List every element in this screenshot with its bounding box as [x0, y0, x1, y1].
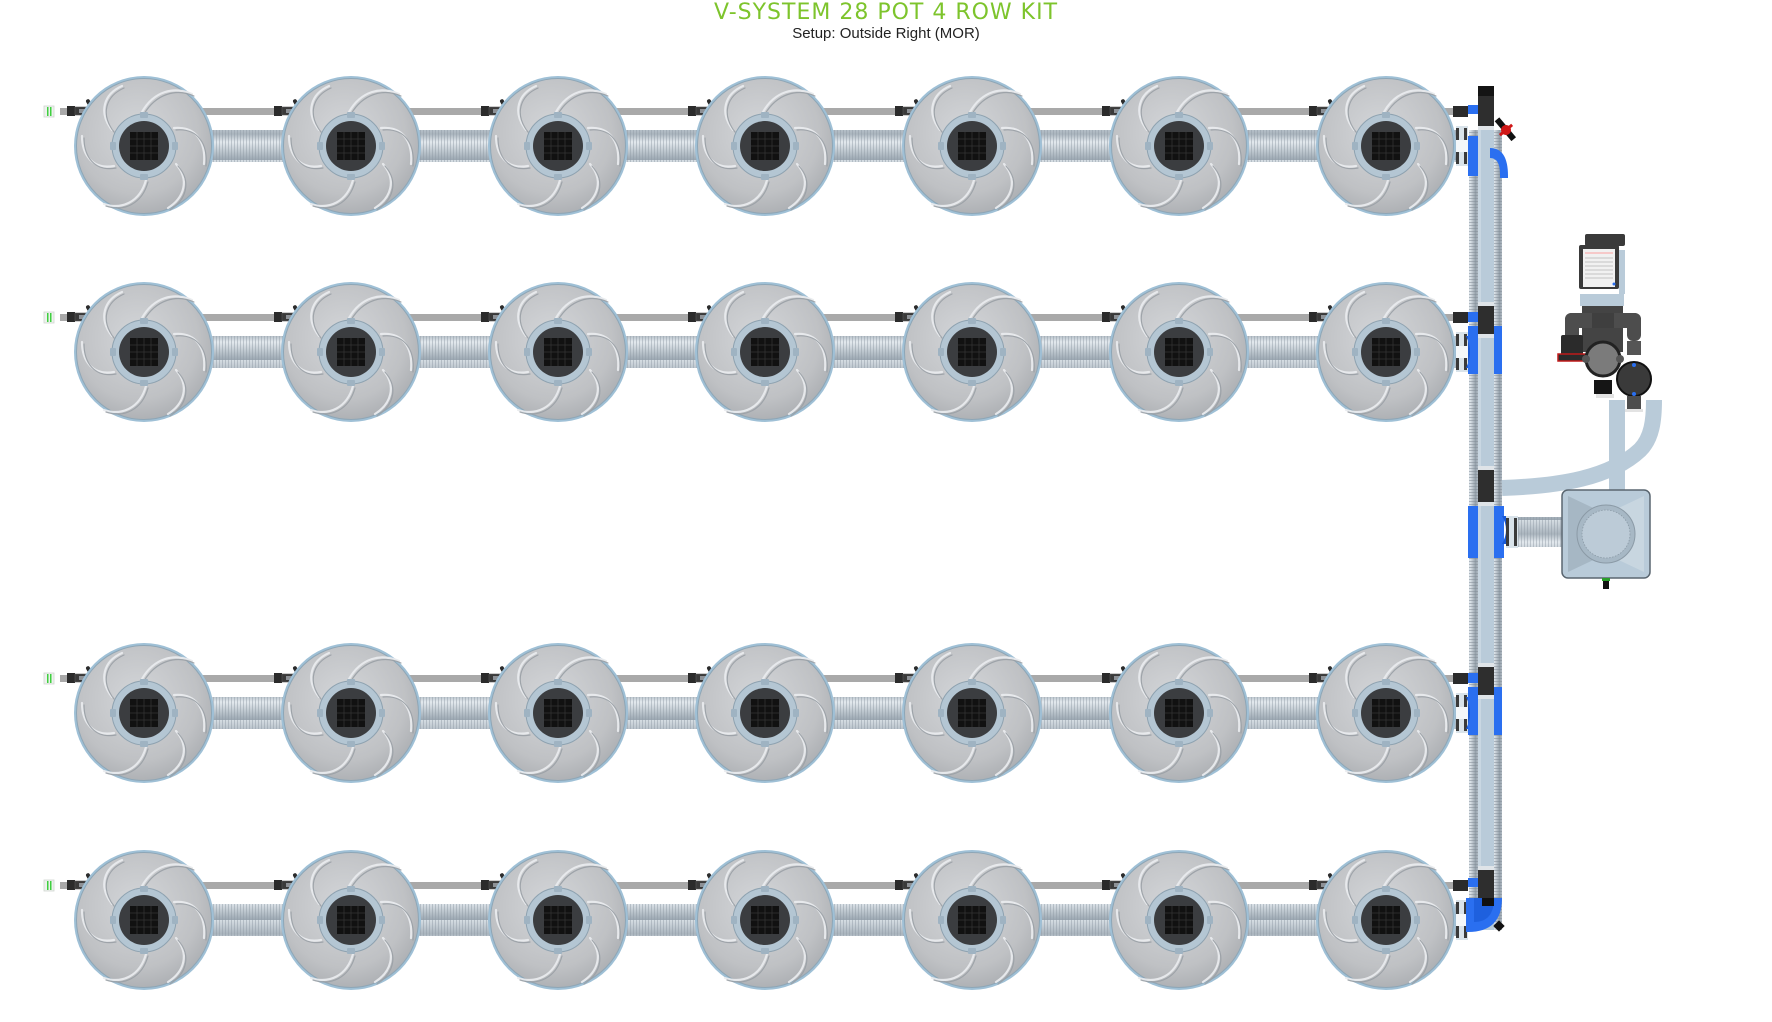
pot-icon[interactable] — [1107, 848, 1251, 992]
manifold-drip-connector — [1453, 880, 1468, 891]
end-cap-icon — [43, 672, 55, 685]
pot-row — [43, 641, 1468, 785]
pot-icon[interactable] — [72, 280, 216, 424]
tank-flex-hose — [1506, 516, 1562, 548]
pot-row — [43, 74, 1468, 218]
tee-fitting-icon — [1466, 302, 1502, 374]
pot-icon[interactable] — [279, 848, 423, 992]
pot-icon[interactable] — [900, 641, 1044, 785]
pot-icon[interactable] — [486, 280, 630, 424]
pot-icon[interactable] — [486, 848, 630, 992]
pot-icon[interactable] — [279, 280, 423, 424]
pot-icon[interactable] — [486, 74, 630, 218]
pot-icon[interactable] — [693, 280, 837, 424]
pot-row — [43, 280, 1468, 424]
pot-icon[interactable] — [693, 641, 837, 785]
pot-icon[interactable] — [486, 641, 630, 785]
pot-icon[interactable] — [693, 74, 837, 218]
pot-icon[interactable] — [1107, 280, 1251, 424]
page-title: V-SYSTEM 28 POT 4 ROW KIT — [713, 0, 1059, 25]
control-tank-icon[interactable] — [1561, 489, 1651, 589]
top-tee-fitting-icon — [1468, 86, 1494, 130]
top-elbow-fitting-icon — [1468, 136, 1508, 178]
pot-icon[interactable] — [72, 848, 216, 992]
pot-icon[interactable] — [900, 848, 1044, 992]
pot-icon[interactable] — [1107, 641, 1251, 785]
pot-rows — [43, 74, 1468, 992]
manifold-drip-connector — [1453, 106, 1468, 117]
pot-icon[interactable] — [1107, 74, 1251, 218]
pump-icon[interactable] — [1579, 234, 1625, 306]
pot-icon[interactable] — [279, 641, 423, 785]
pot-icon[interactable] — [900, 74, 1044, 218]
pot-icon[interactable] — [72, 641, 216, 785]
clamp-icon — [1456, 693, 1468, 733]
bottom-elbow-fitting-icon — [1466, 866, 1505, 932]
pot-icon[interactable] — [900, 280, 1044, 424]
pot-icon[interactable] — [1314, 280, 1458, 424]
end-cap-icon — [43, 105, 55, 118]
pot-icon[interactable] — [279, 74, 423, 218]
pot-row — [43, 848, 1468, 992]
pot-icon[interactable] — [1314, 641, 1458, 785]
pot-icon[interactable] — [72, 74, 216, 218]
clamp-icon — [1456, 332, 1468, 372]
pot-icon[interactable] — [1314, 74, 1458, 218]
manifold-fittings — [1466, 302, 1502, 735]
page-subtitle: Setup: Outside Right (MOR) — [792, 25, 980, 42]
filter-icon[interactable] — [1557, 306, 1652, 412]
tee-fitting-icon — [1466, 663, 1502, 735]
manifold-drip-connector — [1453, 673, 1468, 684]
supply-tee-fitting-icon — [1468, 466, 1506, 558]
pot-icon[interactable] — [693, 848, 837, 992]
clamp-icon — [1456, 126, 1468, 166]
pot-icon[interactable] — [1314, 848, 1458, 992]
drain-valve-icon[interactable] — [1491, 114, 1520, 144]
manifold-drip-connector — [1453, 312, 1468, 323]
end-cap-icon — [43, 879, 55, 892]
return-hoses — [1501, 399, 1662, 496]
end-cap-icon — [43, 311, 55, 324]
